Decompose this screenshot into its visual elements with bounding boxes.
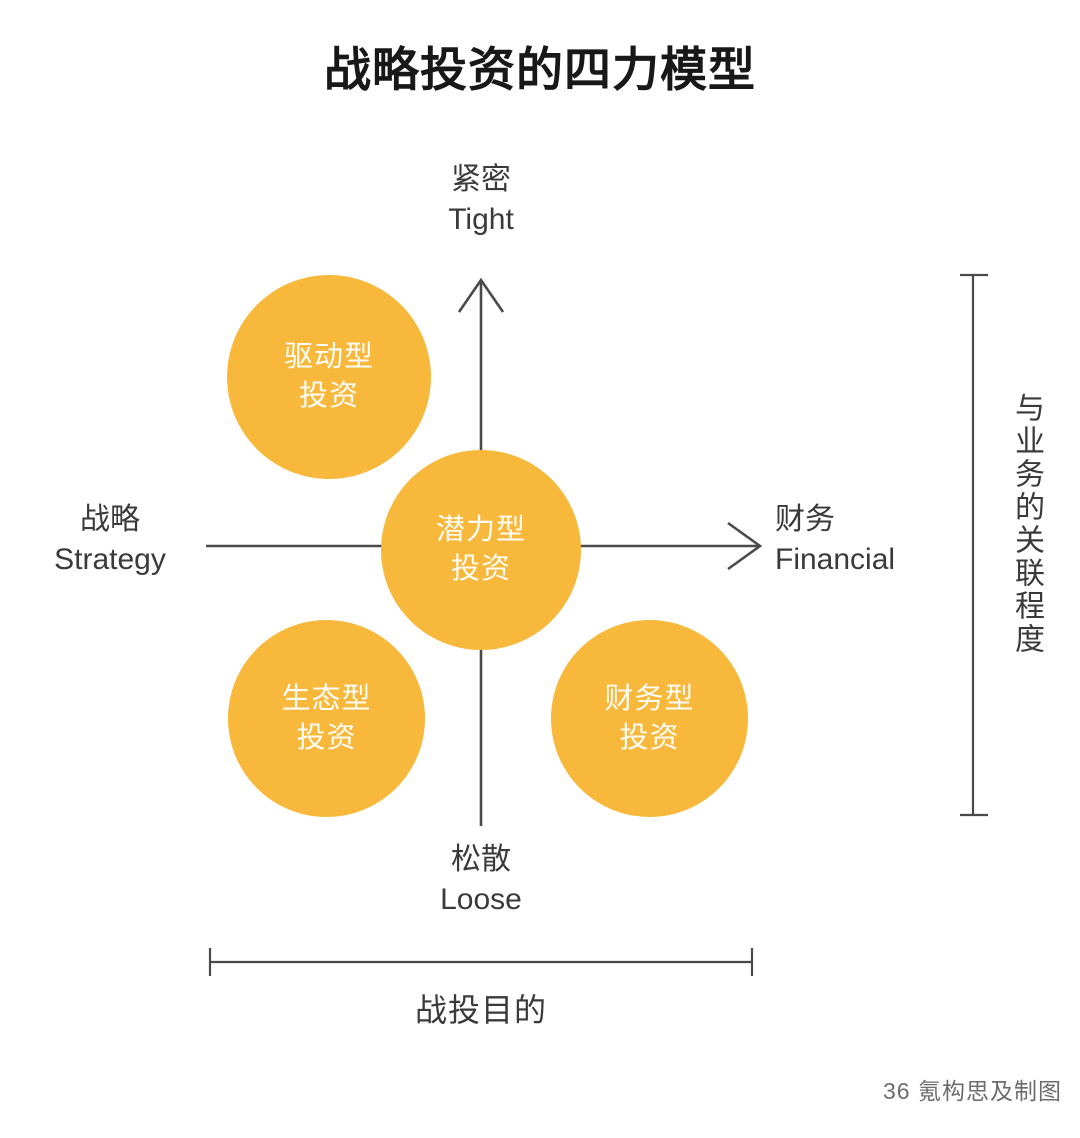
axis-label-right-cn: 财务 [775, 503, 835, 536]
axis-label-bottom: 松散 Loose [381, 840, 581, 919]
bubble-driver-investment[interactable]: 驱动型 投资 [227, 275, 431, 479]
bubble-financial-investment[interactable]: 财务型 投资 [551, 620, 748, 817]
bubble-eco-line1: 生态型 [281, 682, 372, 715]
axis-label-left: 战略 Strategy [10, 500, 210, 579]
bubble-eco-line2: 投资 [296, 721, 357, 754]
horizontal-bracket [208, 948, 754, 976]
credit-text: 36 氪构思及制图 [883, 1078, 1062, 1104]
axis-label-left-cn: 战略 [80, 503, 140, 536]
axis-label-top-en: Tight [448, 202, 514, 236]
bubble-ecosystem-investment[interactable]: 生态型 投资 [228, 620, 425, 817]
axis-label-top-cn: 紧密 [451, 163, 511, 196]
bubble-potential-investment[interactable]: 潜力型 投资 [381, 450, 581, 650]
bubble-finance-line1: 财务型 [604, 682, 695, 715]
page-title: 战略投资的四力模型 [324, 43, 756, 96]
bracket-label-vertical: 与业务的关联程度 [1010, 392, 1043, 656]
bubble-driver-line2: 投资 [298, 380, 359, 412]
axis-label-left-en: Strategy [54, 542, 166, 576]
axis-label-top: 紧密 Tight [381, 160, 581, 239]
axis-label-bottom-cn: 松散 [451, 843, 511, 876]
bubble-finance-line2: 投资 [619, 721, 680, 754]
axis-label-bottom-en: Loose [440, 882, 522, 916]
bubble-potential-line2: 投资 [450, 553, 511, 585]
axis-label-right-en: Financial [775, 542, 896, 576]
bubble-potential-line1: 潜力型 [435, 514, 526, 547]
axis-label-right: 财务 Financial [775, 500, 995, 579]
bubble-driver-line1: 驱动型 [283, 341, 374, 374]
bracket-label-horizontal: 战投目的 [414, 992, 547, 1028]
